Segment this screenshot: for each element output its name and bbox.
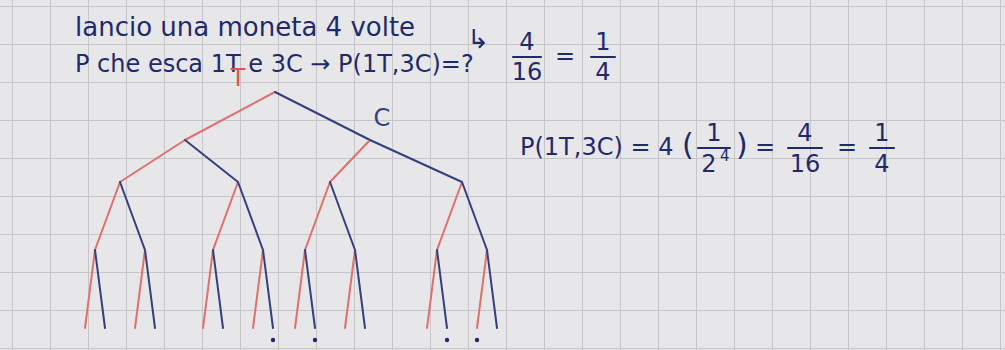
numerator: 4 xyxy=(519,30,534,54)
denominator: 16 xyxy=(790,152,821,176)
tree-branch xyxy=(120,182,145,250)
tree-branch xyxy=(185,92,275,140)
tree-branch xyxy=(477,250,487,328)
tree-branch xyxy=(120,140,185,182)
leaf-dot xyxy=(445,338,449,342)
fraction-bar xyxy=(870,147,894,149)
numerator: 4 xyxy=(797,121,812,145)
tree-branch xyxy=(330,140,370,182)
arrow-symbol: ↳ xyxy=(467,26,489,52)
parenthesis: ( xyxy=(682,130,694,160)
tree-branch xyxy=(185,140,238,182)
tree-branch xyxy=(345,250,355,328)
tree-branch xyxy=(85,250,95,328)
tree-branch xyxy=(135,250,145,328)
parenthesis: ) xyxy=(736,130,748,160)
tree-branch xyxy=(275,92,370,140)
denominator: 4 xyxy=(874,152,889,176)
tree-branch xyxy=(295,250,305,328)
branch-label: T xyxy=(231,66,246,90)
tree-branch xyxy=(305,182,330,250)
tree-branch xyxy=(253,250,263,328)
tree-branch xyxy=(95,182,120,250)
tree-branch xyxy=(238,182,263,250)
denominator: 16 xyxy=(512,60,543,84)
tree-branch xyxy=(462,182,487,250)
tree-branch xyxy=(370,140,462,182)
fraction-bar xyxy=(788,147,822,149)
formula-text: P(1T,3C) = 4 xyxy=(520,135,673,159)
denominator: 4 xyxy=(595,60,610,84)
numerator: 1 xyxy=(874,121,889,145)
tree-branch xyxy=(427,250,437,328)
leaf-dot xyxy=(475,338,479,342)
equals-sign: = xyxy=(837,135,857,159)
tree-branch xyxy=(305,250,315,328)
tree-branch xyxy=(213,182,238,250)
tree-branch xyxy=(330,182,355,250)
equals-sign: = xyxy=(555,44,575,68)
tree-branch xyxy=(355,250,365,328)
tree-branch xyxy=(437,250,447,328)
branch-label: C xyxy=(374,106,391,130)
leaf-dot xyxy=(271,338,275,342)
fraction-bar xyxy=(513,56,541,58)
tree-branch xyxy=(437,182,462,250)
question-note: P che esca 1T e 3C → P(1T,3C)=? xyxy=(75,52,474,76)
numerator: 1 xyxy=(706,121,721,145)
heading-note: lancio una moneta 4 volte xyxy=(75,14,415,40)
tree-branch xyxy=(145,250,155,328)
tree-branch xyxy=(95,250,105,328)
tree-branch xyxy=(213,250,223,328)
fraction-bar xyxy=(591,56,615,58)
equals-sign: = xyxy=(755,135,775,159)
tree-branch xyxy=(487,250,497,328)
leaf-dot xyxy=(313,338,317,342)
exponent: 4 xyxy=(720,149,730,164)
tree-branch xyxy=(203,250,213,328)
numerator: 1 xyxy=(595,30,610,54)
tree-branch xyxy=(263,250,273,328)
denominator: 2 xyxy=(701,152,716,176)
